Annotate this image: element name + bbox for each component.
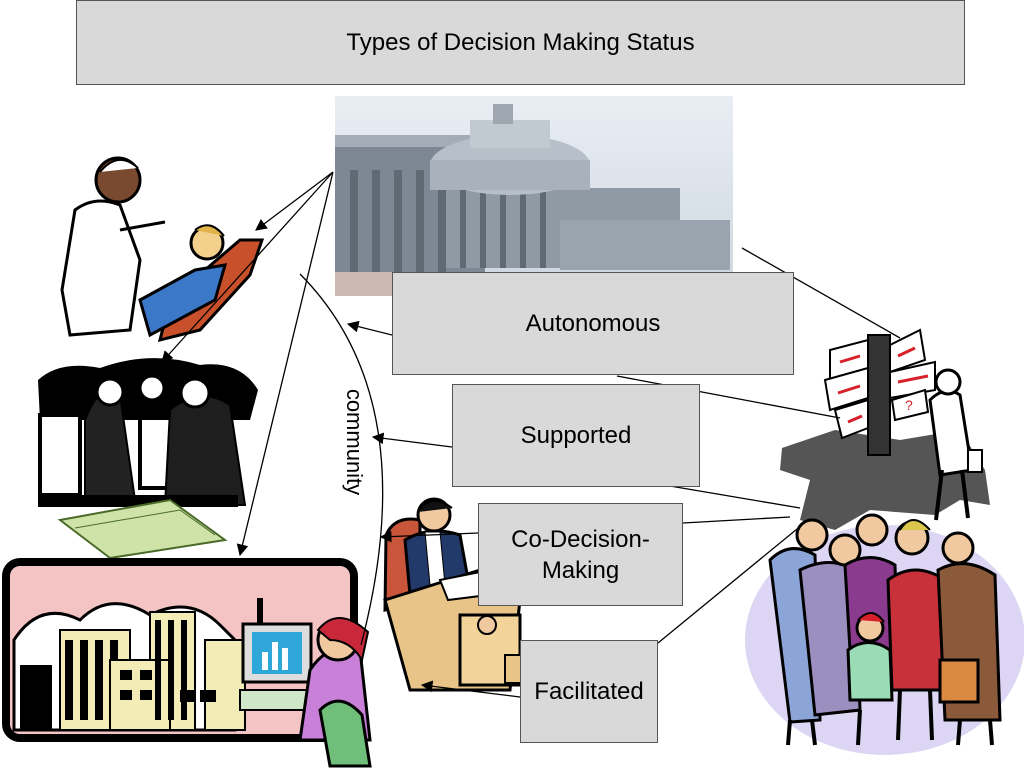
supported-label: Supported [520, 421, 632, 449]
capitol-building-photo [335, 96, 733, 296]
doctor-patient-clipart [60, 156, 265, 343]
facilitated-box: Facilitated [520, 640, 658, 743]
diagram-title: Types of Decision Making Status [346, 28, 695, 56]
connector-lines [161, 171, 901, 698]
community-group-clipart [745, 513, 1024, 755]
co-decision-making-label: Co-Decision-Making [511, 525, 650, 584]
svg-text:?: ? [905, 397, 913, 413]
co-decision-making-box: Co-Decision-Making [478, 503, 683, 606]
community-label: community [342, 388, 367, 496]
autonomous-label: Autonomous [525, 309, 661, 337]
bank-transaction-clipart [38, 358, 258, 560]
community-arc [299, 273, 384, 646]
title-box: Types of Decision Making Status [76, 0, 965, 85]
crossroads-signpost-clipart: ? [780, 328, 990, 530]
facilitated-label: Facilitated [534, 677, 644, 705]
autonomous-box: Autonomous [392, 272, 794, 375]
city-office-clipart [2, 558, 372, 768]
judge-desk-clipart [383, 497, 546, 692]
supported-box: Supported [452, 384, 700, 487]
